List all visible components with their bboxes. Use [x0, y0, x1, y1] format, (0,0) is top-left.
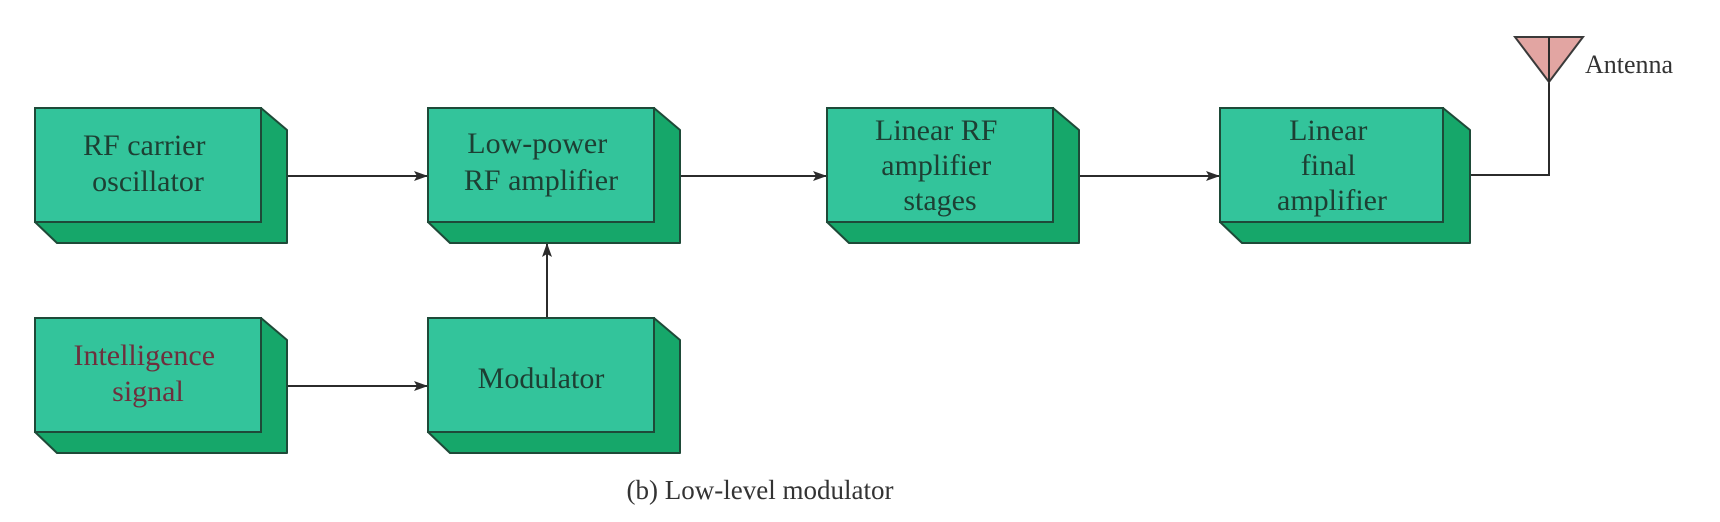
block-label-line: Modulator	[478, 362, 605, 395]
antenna-icon	[1512, 36, 1586, 84]
svg-text:Linear final ampli: Linear final amplifier	[1277, 114, 1387, 217]
antenna: Antenna	[1512, 36, 1674, 84]
block-label-line: amplifier	[1277, 184, 1387, 217]
svg-text:Low-power RF amplifier: Low-power RF amplifier	[464, 127, 618, 197]
block-label-line: Low-power	[467, 127, 607, 160]
block-label-line: stages	[903, 184, 976, 217]
figure-caption: (b) Low-level modulator	[627, 475, 894, 505]
block-label-line: Linear	[1289, 114, 1367, 147]
block-label-line: amplifier	[881, 149, 991, 182]
svg-text:Modulator: Modulator	[478, 362, 605, 395]
block-label-line: Intelligence	[73, 339, 215, 372]
connections	[275, 38, 1550, 391]
block-label-line: RF carrier	[83, 129, 205, 162]
block-linear-final-amplifier: Linear final amplifier	[1219, 107, 1471, 244]
block-label-line: RF amplifier	[464, 164, 618, 197]
svg-text:Linear RF amplifier: Linear RF amplifier stages	[875, 114, 1005, 217]
block-modulator: Modulator	[427, 317, 681, 454]
antenna-label: Antenna	[1585, 50, 1674, 79]
block-low-power-rf-amplifier: Low-power RF amplifier	[427, 107, 681, 244]
block-label-line: Linear RF	[875, 114, 997, 147]
block-label-line: signal	[112, 375, 184, 408]
block-label-line: final	[1301, 149, 1356, 182]
block-rf-carrier-oscillator: RF carrier oscillator	[34, 107, 288, 244]
block-label-line: oscillator	[92, 165, 204, 198]
svg-text:RF carrier oscillator: RF carrier oscillator	[83, 129, 213, 198]
block-intelligence-signal: Intelligence signal	[34, 317, 288, 454]
line-final-amplifier-to-antenna	[1458, 38, 1550, 176]
svg-text:Intelligence signal: Intelligence signal	[73, 339, 222, 408]
block-linear-rf-amplifier-stages: Linear RF amplifier stages	[826, 107, 1080, 244]
